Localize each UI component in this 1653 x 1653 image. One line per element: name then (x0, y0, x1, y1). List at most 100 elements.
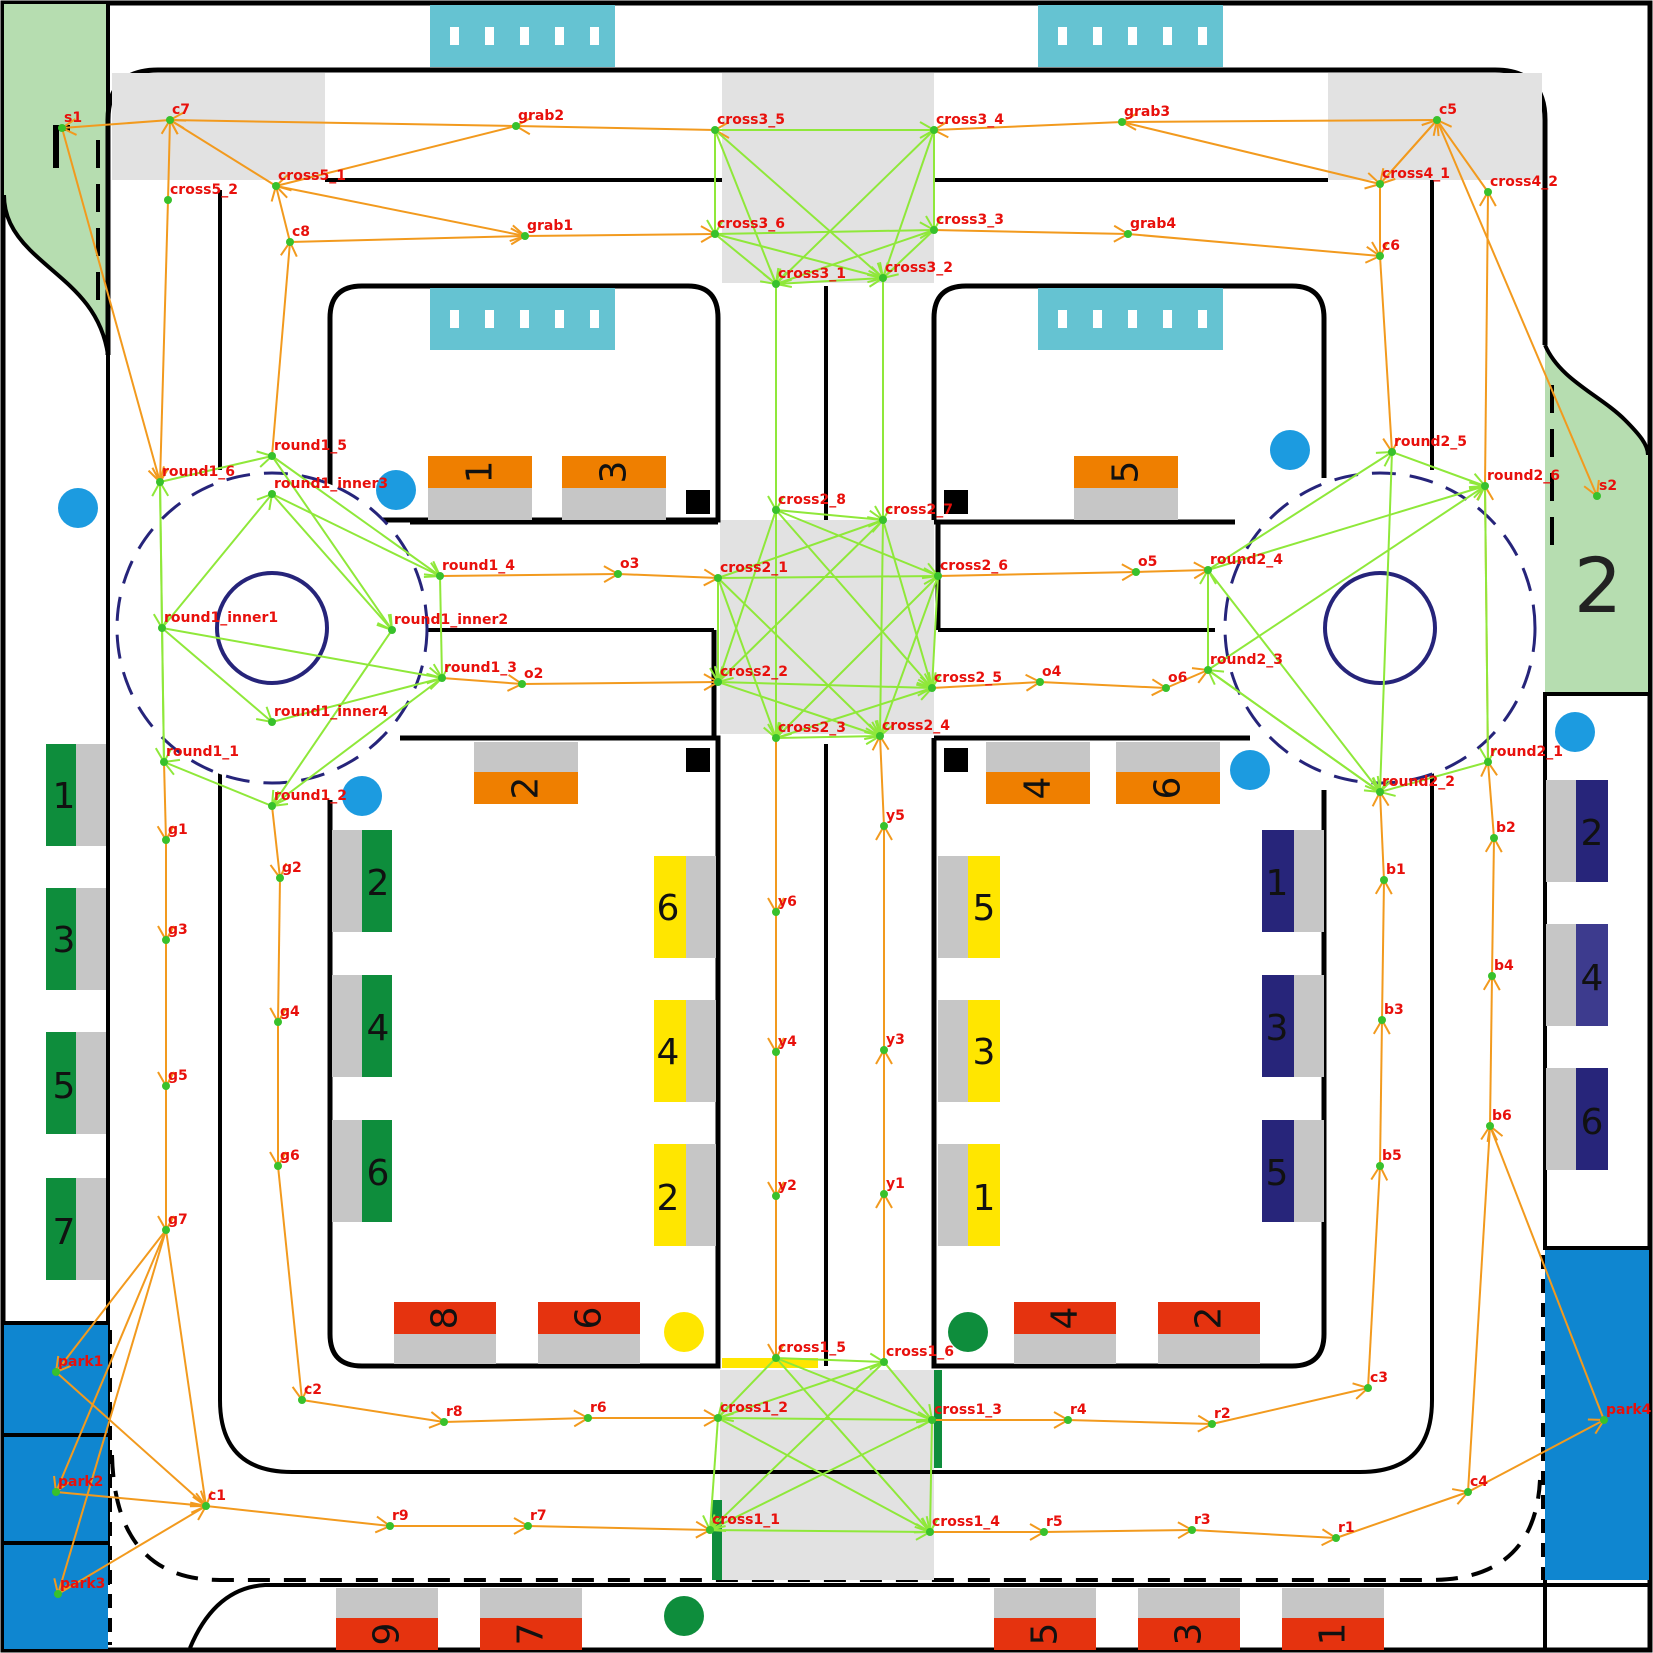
node-label-round1_2: round1_2 (274, 788, 347, 804)
node-label-round2_6: round2_6 (1487, 468, 1560, 484)
teal-rack-slot (450, 27, 459, 45)
teal-rack-slot (485, 27, 494, 45)
teal-rack-slot (485, 310, 494, 328)
green-slot-4-label: 4 (367, 1008, 390, 1049)
green-slot-3-label: 3 (53, 920, 76, 961)
node-label-cross2_5: cross2_5 (934, 670, 1002, 686)
parking-slots-green-inner: 2 4 6 (332, 830, 392, 1222)
node-label-cross2_7: cross2_7 (885, 502, 953, 518)
marker-square (686, 748, 710, 772)
node-label-y4: y4 (778, 1034, 797, 1050)
red-slot-9-label: 9 (367, 1623, 408, 1646)
green-slot-1-label: 1 (53, 776, 76, 817)
slot-gray (1294, 975, 1324, 1077)
node-label-o5: o5 (1138, 554, 1157, 570)
node-label-cross5_1: cross5_1 (278, 168, 346, 184)
node-label-cross2_2: cross2_2 (720, 664, 788, 680)
slot-gray (986, 742, 1090, 772)
red-slot-2-label: 2 (1189, 1307, 1230, 1330)
node-label-park1: park1 (58, 1354, 103, 1370)
node-label-round1_inner4: round1_inner4 (274, 704, 388, 720)
node-label-cross4_1: cross4_1 (1382, 166, 1450, 182)
node-label-o4: o4 (1042, 664, 1062, 680)
node-label-r3: r3 (1194, 1512, 1211, 1528)
green-slot-6-label: 6 (367, 1153, 390, 1194)
slot-gray (332, 975, 362, 1077)
slot-gray (938, 1000, 968, 1102)
slot-gray (1074, 488, 1178, 520)
slot-gray (1282, 1588, 1384, 1618)
node-label-round2_1: round2_1 (1490, 744, 1563, 760)
slot-gray (538, 1334, 640, 1364)
slot-gray (1294, 1120, 1324, 1222)
slot-gray (686, 856, 716, 958)
node-label-y5: y5 (886, 808, 905, 824)
slot-gray (1546, 924, 1576, 1026)
node-label-g5: g5 (168, 1068, 188, 1084)
node-label-g1: g1 (168, 822, 188, 838)
orange-slot-4-label: 4 (1018, 777, 1059, 800)
blue-sign-dot (1230, 750, 1270, 790)
node-label-round2_4: round2_4 (1210, 552, 1283, 568)
red-slot-5-label: 5 (1025, 1623, 1066, 1646)
marker-square (686, 490, 710, 514)
node-label-grab3: grab3 (1124, 104, 1170, 120)
node-label-cross1_2: cross1_2 (720, 1400, 788, 1416)
orange-slot-2-label: 2 (506, 777, 547, 800)
node-label-cross3_4: cross3_4 (936, 112, 1004, 128)
red-slot-4-label: 4 (1045, 1307, 1086, 1330)
blue-sign-dot (1270, 430, 1310, 470)
slot-gray (336, 1588, 438, 1618)
start-zone-2-label: 2 (1574, 541, 1622, 630)
teal-rack (1038, 288, 1223, 350)
node-label-r4: r4 (1070, 1402, 1087, 1418)
node-label-grab1: grab1 (527, 218, 573, 234)
slot-gray (1158, 1334, 1260, 1364)
node-label-cross4_2: cross4_2 (1490, 174, 1558, 190)
teal-rack-slot (1198, 27, 1207, 45)
node-label-c5: c5 (1439, 102, 1457, 118)
slot-gray (76, 1032, 106, 1134)
node-label-park2: park2 (58, 1474, 103, 1490)
green-sign-dot (948, 1312, 988, 1352)
node-label-cross3_2: cross3_2 (885, 260, 953, 276)
node-label-r6: r6 (590, 1400, 607, 1416)
slot-gray (332, 1120, 362, 1222)
node-label-cross2_3: cross2_3 (778, 720, 846, 736)
teal-rack-slot (450, 310, 459, 328)
node-label-o6: o6 (1168, 670, 1187, 686)
node-label-r9: r9 (392, 1508, 409, 1524)
slot-gray (994, 1588, 1096, 1618)
node-label-r1: r1 (1338, 1520, 1355, 1536)
node-label-c1: c1 (208, 1488, 226, 1504)
node-label-y2: y2 (778, 1178, 797, 1194)
green-sign-dot (664, 1596, 704, 1636)
slot-gray (1014, 1334, 1116, 1364)
node-label-cross3_3: cross3_3 (936, 212, 1004, 228)
slot-gray (686, 1000, 716, 1102)
node-label-b4: b4 (1494, 958, 1514, 974)
green-slot-2-label: 2 (367, 863, 390, 904)
node-label-cross3_5: cross3_5 (717, 112, 785, 128)
node-label-s1: s1 (64, 110, 82, 126)
navy-slot-3-label: 3 (1266, 1008, 1289, 1049)
teal-rack-slot (1093, 27, 1102, 45)
node-label-round1_3: round1_3 (444, 660, 517, 676)
slot-gray (1546, 1068, 1576, 1170)
slot-gray (1546, 780, 1576, 882)
green-slot-5-label: 5 (53, 1066, 76, 1107)
node-label-y6: y6 (778, 894, 797, 910)
node-label-round2_2: round2_2 (1382, 774, 1455, 790)
orange-slot-5-label: 5 (1106, 461, 1147, 484)
red-slot-3-label: 3 (1169, 1623, 1210, 1646)
node-label-g2: g2 (282, 860, 302, 876)
teal-rack (430, 5, 615, 67)
node-label-round1_inner1: round1_inner1 (164, 610, 278, 626)
node-label-r8: r8 (446, 1404, 463, 1420)
node-label-c4: c4 (1470, 1474, 1488, 1490)
teal-rack-slot (1093, 310, 1102, 328)
node-label-park4: park4 (1606, 1402, 1652, 1418)
teal-rack-slot (1058, 310, 1067, 328)
red-slot-1-label: 1 (1313, 1623, 1354, 1646)
